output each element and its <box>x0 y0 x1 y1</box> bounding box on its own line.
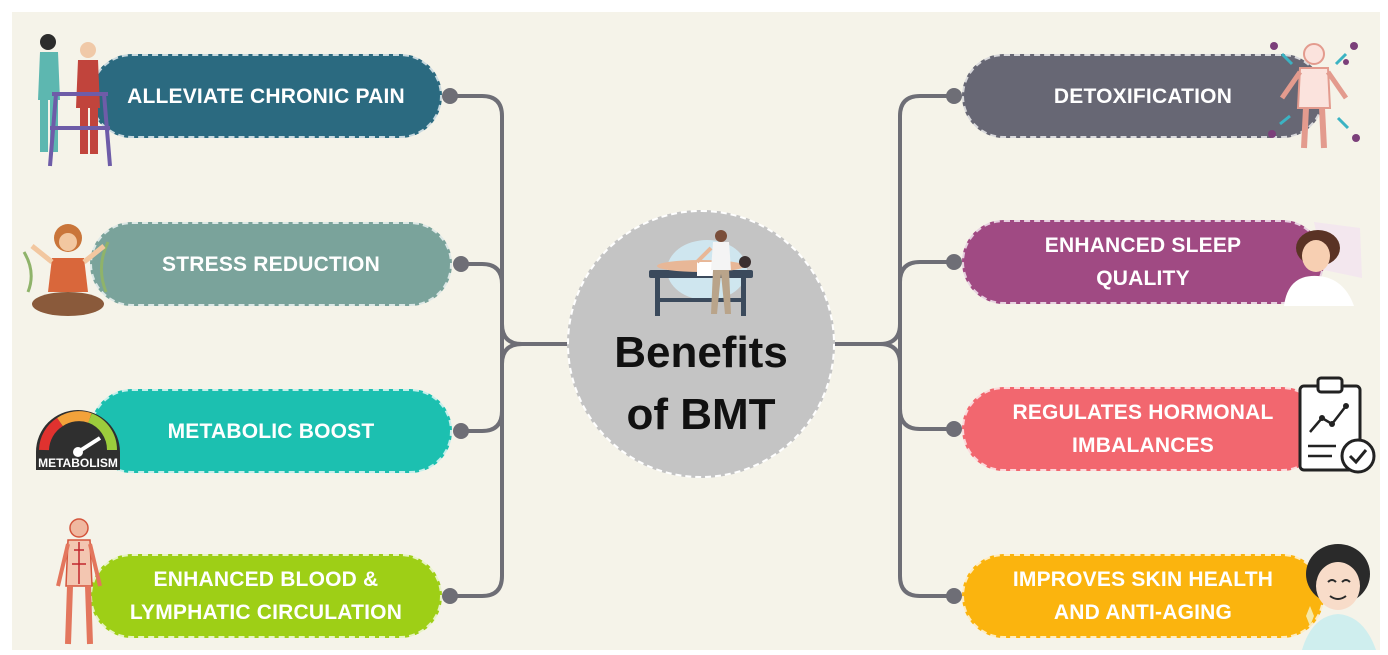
happy-skin-woman-icon <box>1302 544 1376 650</box>
benefit-label-line1: ENHANCED BLOOD & <box>153 568 379 591</box>
sleeping-woman-icon <box>1284 222 1362 306</box>
metabolism-gauge-icon: METABOLISM <box>36 410 120 470</box>
clipboard-check-icon <box>1298 376 1376 474</box>
connector-dot-left-3 <box>453 423 469 439</box>
benefit-skin-health-anti-aging: IMPROVES SKIN HEALTH AND ANTI-AGING <box>962 554 1324 638</box>
benefit-regulates-hormonal-imbalances: REGULATES HORMONAL IMBALANCES <box>962 387 1324 471</box>
benefit-label: METABOLIC BOOST <box>167 419 375 443</box>
connector-dot-left-4 <box>442 588 458 604</box>
connector-dot-left-2 <box>453 256 469 272</box>
connector-dot-left-1 <box>442 88 458 104</box>
benefit-label: ALLEVIATE CHRONIC PAIN <box>127 84 405 108</box>
diagram-canvas: ALLEVIATE CHRONIC PAIN STRESS REDUCTION … <box>12 12 1380 650</box>
center-title-line2: of BMT <box>626 390 776 439</box>
detox-body-icon <box>1268 42 1360 149</box>
benefit-label-line2: LYMPHATIC CIRCULATION <box>129 601 403 624</box>
benefit-label-line1: IMPROVES SKIN HEALTH <box>1012 568 1274 591</box>
benefit-label-line2: IMBALANCES <box>1072 434 1214 457</box>
connector-dot-right-4 <box>946 588 962 604</box>
benefit-blood-lymphatic-circulation: ENHANCED BLOOD & LYMPHATIC CIRCULATION <box>90 554 442 638</box>
benefit-stress-reduction: STRESS REDUCTION <box>90 222 452 306</box>
mind-map-connectors <box>442 88 962 604</box>
meditation-woman-icon <box>22 224 110 316</box>
benefit-enhanced-sleep-quality: ENHANCED SLEEP QUALITY <box>962 220 1324 304</box>
benefit-metabolic-boost: METABOLIC BOOST <box>90 389 452 473</box>
metabolism-label: METABOLISM <box>38 456 118 470</box>
connector-dot-right-2 <box>946 254 962 270</box>
caregiver-walker-icon <box>38 34 112 167</box>
circulatory-system-icon <box>56 518 102 645</box>
benefit-label: DETOXIFICATION <box>1053 84 1233 108</box>
center-circle: Benefits of BMT <box>567 210 835 478</box>
benefit-alleviate-chronic-pain: ALLEVIATE CHRONIC PAIN <box>90 54 442 138</box>
benefit-label-line1: ENHANCED SLEEP <box>1044 234 1242 257</box>
benefit-label-line1: REGULATES HORMONAL <box>1012 401 1274 424</box>
center-title-line1: Benefits <box>614 328 788 377</box>
benefit-label-line2: AND ANTI-AGING <box>1053 601 1233 624</box>
massage-table-icon <box>649 230 753 316</box>
benefit-detoxification: DETOXIFICATION <box>962 54 1324 138</box>
connector-dot-right-3 <box>946 421 962 437</box>
benefit-label: STRESS REDUCTION <box>162 252 380 276</box>
benefit-label-line2: QUALITY <box>1096 267 1190 290</box>
connector-dot-right-1 <box>946 88 962 104</box>
